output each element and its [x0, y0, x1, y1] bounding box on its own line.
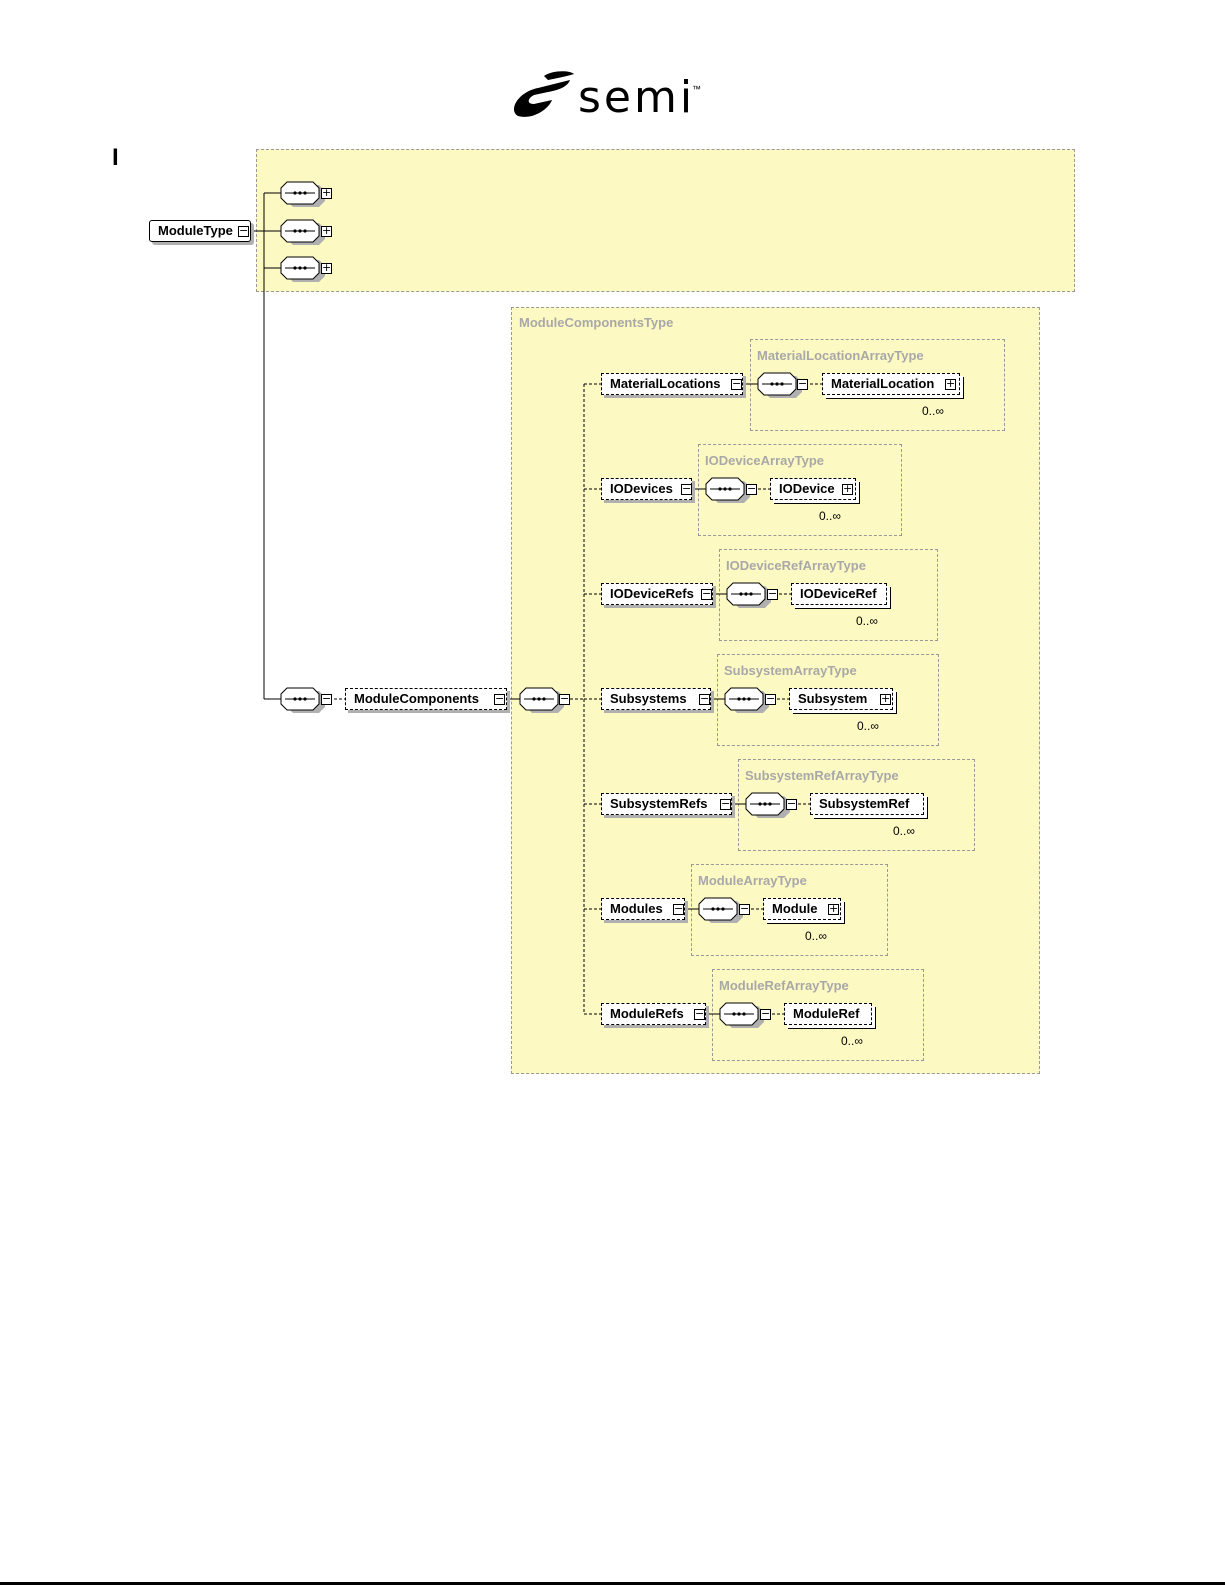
collapse-icon[interactable]: − [321, 692, 332, 705]
element-materiallocations[interactable]: MaterialLocations [601, 373, 743, 395]
type-label-iodevicerefs: IODeviceRefArrayType [726, 558, 866, 573]
expand-icon[interactable]: + [842, 482, 853, 495]
expand-icon[interactable]: + [321, 186, 332, 199]
expand-icon[interactable]: + [321, 261, 332, 274]
expand-icon[interactable]: + [880, 692, 891, 705]
collapse-icon[interactable]: − [760, 1007, 771, 1020]
collapse-icon[interactable]: − [746, 482, 757, 495]
sequence-icon [757, 372, 803, 399]
element-label: IODeviceRefs [610, 586, 694, 601]
sequence-icon [280, 181, 326, 208]
collapse-icon[interactable]: − [767, 587, 778, 600]
collapse-icon[interactable]: − [786, 797, 797, 810]
type-box-subsystemrefs [738, 759, 975, 851]
element-label: MaterialLocations [610, 376, 721, 391]
element-label: ModuleRef [793, 1006, 860, 1021]
collapse-icon[interactable]: − [731, 377, 742, 390]
margin-change-bar: I [112, 144, 119, 171]
element-moduleref[interactable]: ModuleRef [784, 1003, 872, 1025]
collapse-icon[interactable]: − [701, 587, 712, 600]
element-modulerefs[interactable]: ModuleRefs [601, 1003, 706, 1025]
root-element-label: ModuleType [158, 223, 233, 238]
type-label-modulerefs: ModuleRefArrayType [719, 978, 849, 993]
collapse-icon[interactable]: − [699, 692, 710, 705]
sequence-icon [280, 687, 326, 714]
element-label: Module [772, 901, 818, 916]
cardinality-label: 0..∞ [841, 1034, 863, 1048]
sequence-icon [280, 256, 326, 283]
element-modulecomponents[interactable]: ModuleComponents [345, 688, 507, 710]
sequence-icon [519, 687, 565, 714]
element-label: IODevices [610, 481, 673, 496]
collapse-icon[interactable]: − [494, 692, 505, 705]
expand-icon[interactable]: + [945, 377, 956, 390]
element-label: IODevice [779, 481, 835, 496]
type-label-subsystemrefs: SubsystemRefArrayType [745, 768, 899, 783]
cardinality-label: 0..∞ [805, 929, 827, 943]
type-box-subsystems [717, 654, 939, 746]
element-iodeviceref[interactable]: IODeviceRef [791, 583, 887, 605]
collapse-icon[interactable]: − [720, 797, 731, 810]
cardinality-label: 0..∞ [819, 509, 841, 523]
sequence-icon [726, 582, 772, 609]
top-group-box [256, 149, 1075, 292]
element-module[interactable]: Module [763, 898, 841, 920]
sequence-icon [724, 687, 770, 714]
cardinality-label: 0..∞ [856, 614, 878, 628]
element-label: MaterialLocation [831, 376, 935, 391]
type-label-iodevices: IODeviceArrayType [705, 453, 824, 468]
element-subsystemref[interactable]: SubsystemRef [810, 793, 924, 815]
element-label: SubsystemRefs [610, 796, 708, 811]
expand-icon[interactable]: + [828, 902, 839, 915]
sequence-icon [719, 1002, 765, 1029]
semi-logo-swoosh-icon [514, 71, 574, 117]
collapse-icon[interactable]: − [797, 377, 808, 390]
type-label-subsystems: SubsystemArrayType [724, 663, 857, 678]
cardinality-label: 0..∞ [922, 404, 944, 418]
element-label: IODeviceRef [800, 586, 877, 601]
element-label: Modules [610, 901, 663, 916]
type-label-modules: ModuleArrayType [698, 873, 807, 888]
sequence-icon [698, 897, 744, 924]
sequence-icon [745, 792, 791, 819]
cardinality-label: 0..∞ [893, 824, 915, 838]
collapse-icon[interactable]: − [739, 902, 750, 915]
module-components-type-box [511, 307, 1040, 1074]
element-iodevicerefs[interactable]: IODeviceRefs [601, 583, 713, 605]
element-label: Subsystem [798, 691, 868, 706]
page-bottom-rule [0, 1582, 1225, 1585]
element-label: ModuleComponents [354, 691, 479, 706]
collapse-icon[interactable]: − [681, 482, 692, 495]
collapse-icon[interactable]: − [559, 692, 570, 705]
element-iodevice[interactable]: IODevice [770, 478, 856, 500]
element-label: Subsystems [610, 691, 687, 706]
expand-icon[interactable]: + [321, 224, 332, 237]
sequence-icon [280, 219, 326, 246]
trademark-symbol: ™ [692, 84, 701, 94]
sequence-icon [705, 477, 751, 504]
element-iodevices[interactable]: IODevices [601, 478, 692, 500]
root-element-moduletype[interactable]: ModuleType [149, 220, 251, 242]
element-materiallocation[interactable]: MaterialLocation [822, 373, 960, 395]
collapse-icon[interactable]: − [238, 224, 249, 237]
element-subsystems[interactable]: Subsystems [601, 688, 711, 710]
module-components-type-label: ModuleComponentsType [519, 315, 674, 330]
semi-wordmark: semi [578, 72, 696, 123]
element-modules[interactable]: Modules [601, 898, 685, 920]
type-box-iodevices [698, 444, 902, 536]
type-label-materiallocations: MaterialLocationArrayType [757, 348, 924, 363]
type-box-modules [691, 864, 888, 956]
type-box-materiallocations [750, 339, 1005, 431]
cardinality-label: 0..∞ [857, 719, 879, 733]
element-subsystemrefs[interactable]: SubsystemRefs [601, 793, 732, 815]
collapse-icon[interactable]: − [694, 1007, 705, 1020]
element-subsystem[interactable]: Subsystem [789, 688, 893, 710]
collapse-icon[interactable]: − [765, 692, 776, 705]
collapse-icon[interactable]: − [673, 902, 684, 915]
type-box-modulerefs [712, 969, 924, 1061]
element-label: ModuleRefs [610, 1006, 684, 1021]
element-label: SubsystemRef [819, 796, 910, 811]
type-box-iodevicerefs [719, 549, 938, 641]
